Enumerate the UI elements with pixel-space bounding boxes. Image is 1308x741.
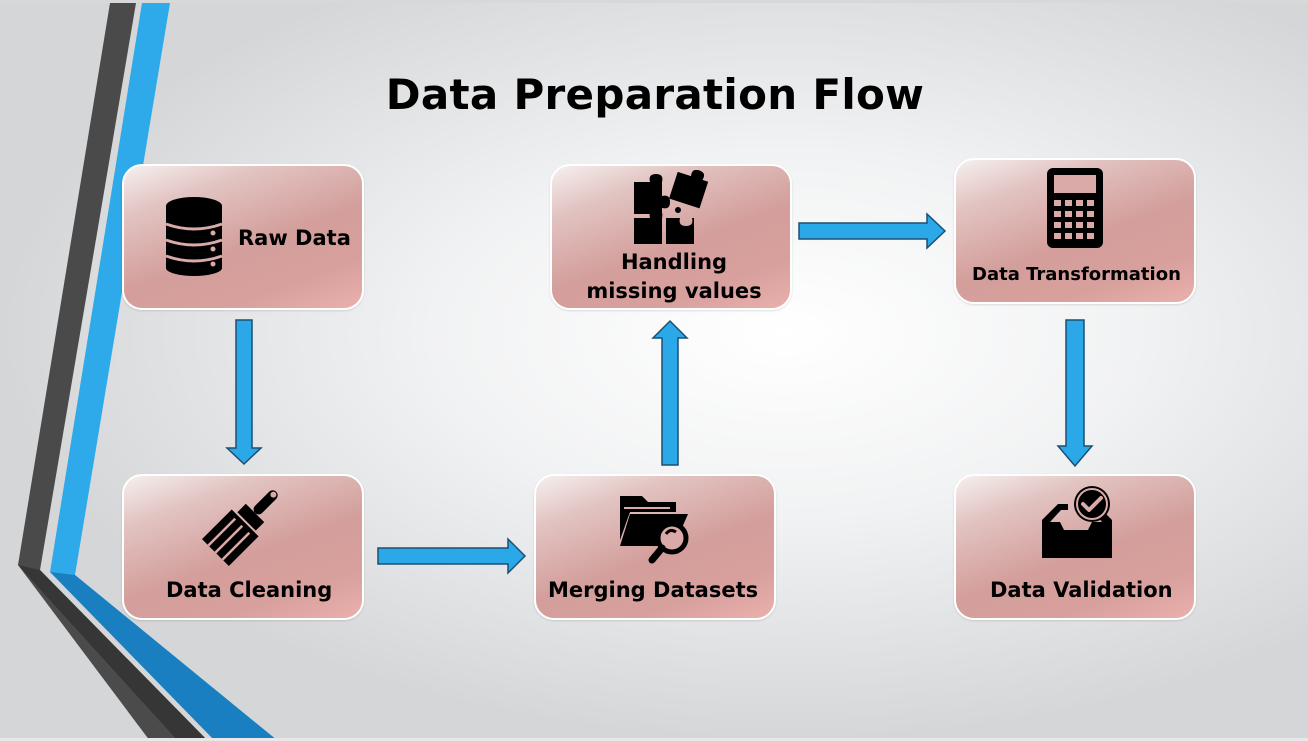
folder-search-icon	[620, 496, 689, 564]
step-label: Handling missing values	[586, 250, 762, 303]
bottom-border	[0, 738, 1308, 741]
arrow-up-merging-to-missing	[651, 319, 689, 466]
top-border	[0, 0, 1308, 3]
database-icon	[165, 197, 223, 276]
brush-icon	[201, 490, 278, 567]
arrow-down-transformation-to-validation	[1056, 319, 1094, 468]
calculator-icon	[1047, 168, 1103, 248]
arrow-down-raw-to-cleaning	[225, 319, 263, 466]
step-label: Data Validation	[990, 578, 1173, 602]
step-raw-data	[122, 164, 364, 310]
dark-stripe-foot	[18, 565, 208, 741]
step-label: Data Transformation	[972, 264, 1181, 285]
step-label: Merging Datasets	[548, 578, 759, 602]
blue-stripe	[50, 3, 278, 741]
decorative-stripes	[18, 3, 278, 741]
step-label: Data Cleaning	[166, 578, 333, 602]
puzzle-icon	[634, 170, 709, 244]
step-merging-datasets	[534, 474, 776, 620]
blue-stripe-foot	[50, 572, 278, 741]
step-label: Raw Data	[238, 226, 351, 250]
arrow-right-cleaning-to-merging	[377, 537, 527, 575]
dark-stripe	[18, 3, 208, 741]
page-title: Data Preparation Flow	[385, 70, 925, 119]
arrow-right-missing-to-transformation	[798, 212, 947, 250]
inbox-check-icon	[1042, 486, 1112, 558]
